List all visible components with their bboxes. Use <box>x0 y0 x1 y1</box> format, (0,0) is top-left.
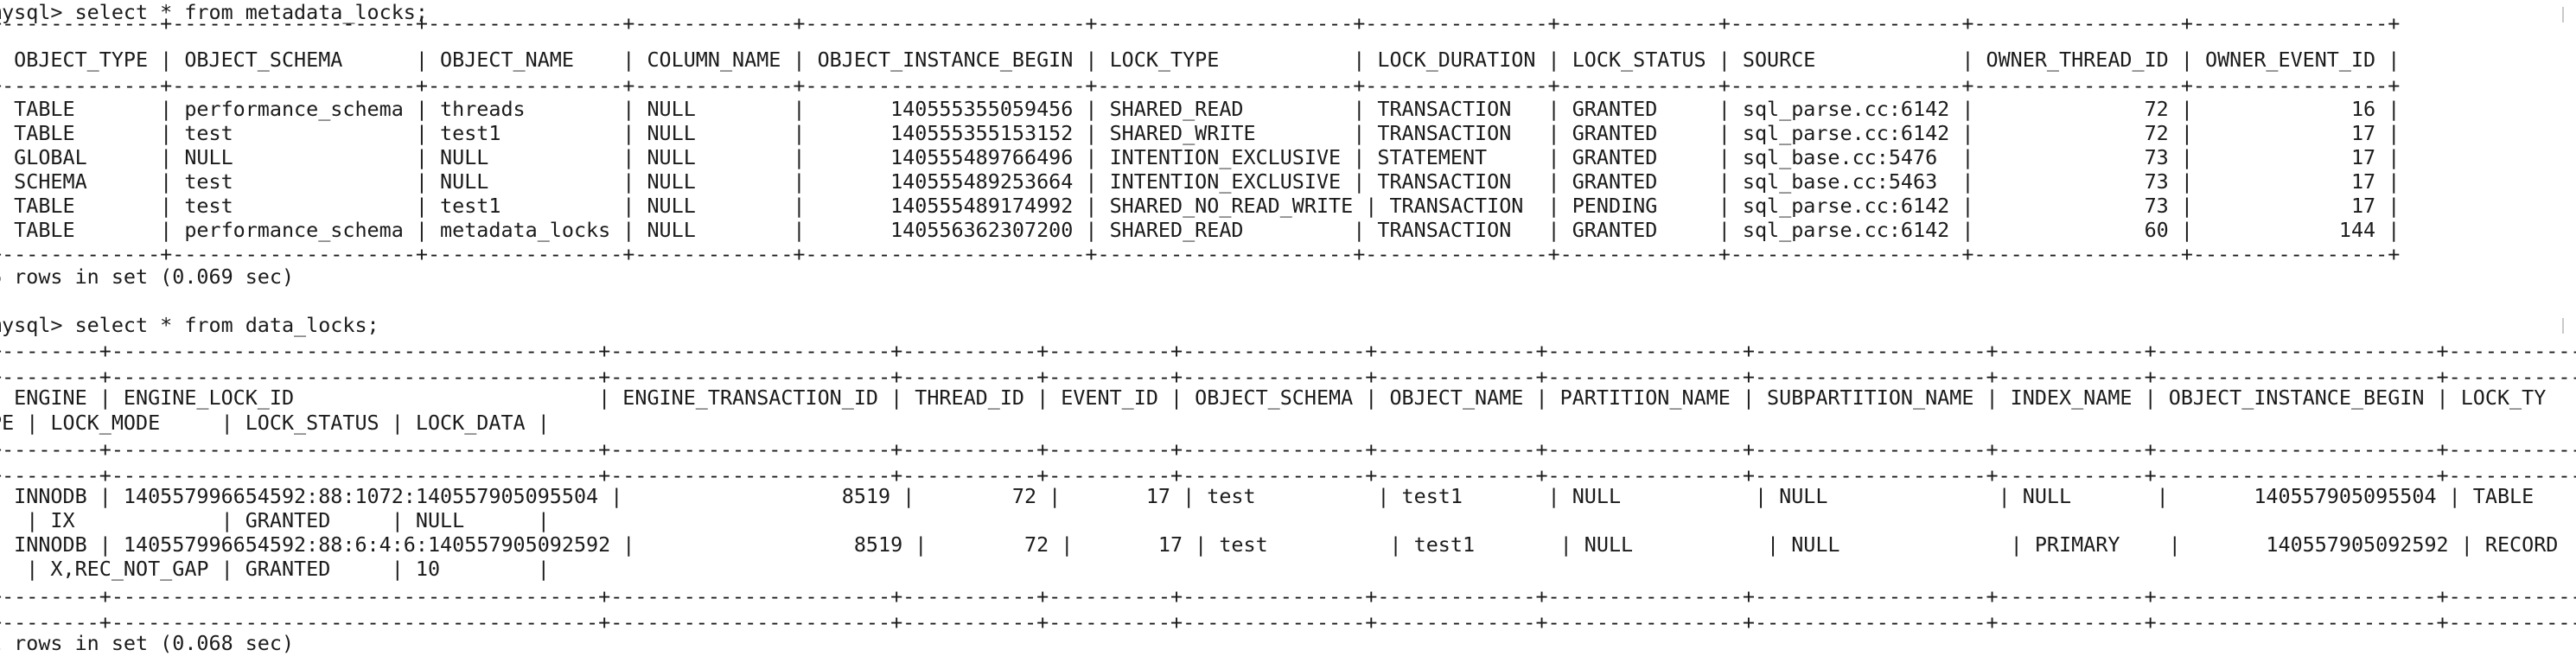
terminal-line: 2 rows in set (0.068 sec) <box>0 631 295 655</box>
terminal-line: +-------------+--------------------+----… <box>0 11 2401 35</box>
terminal-line: +-------------+--------------------+----… <box>0 73 2401 98</box>
terminal-line: PE | LOCK_MODE | LOCK_STATUS | LOCK_DATA… <box>0 411 550 435</box>
terminal-line: 6 rows in set (0.069 sec) <box>0 264 295 289</box>
terminal-line: | GLOBAL | NULL | NULL | NULL | 14055548… <box>0 145 2401 169</box>
terminal-line: +-------------+--------------------+----… <box>0 242 2401 266</box>
terminal-line: mysql> select * from metadata_locks; <box>0 0 428 24</box>
scroll-edge-mark <box>2562 318 2564 334</box>
terminal-line: | TABLE | test | test1 | NULL | 14055548… <box>0 194 2401 218</box>
terminal-line: | TABLE | performance_schema | metadata_… <box>0 218 2401 242</box>
terminal-line: mysql> select * from data_locks; <box>0 313 379 337</box>
terminal-line: | INNODB | 140557996654592:88:6:4:6:1405… <box>0 532 2559 557</box>
terminal-line: | X,REC_NOT_GAP | GRANTED | 10 | <box>0 557 550 581</box>
terminal-line: | TABLE | performance_schema | threads |… <box>0 97 2401 121</box>
terminal-line: +--------+------------------------------… <box>0 463 2576 487</box>
terminal-line: | OBJECT_TYPE | OBJECT_SCHEMA | OBJECT_N… <box>0 48 2401 72</box>
terminal-line: +--------+------------------------------… <box>0 365 2576 389</box>
scroll-edge-mark <box>2562 7 2564 22</box>
terminal-line: | SCHEMA | test | NULL | NULL | 14055548… <box>0 169 2401 194</box>
terminal-line: | ENGINE | ENGINE_LOCK_ID | ENGINE_TRANS… <box>0 385 2547 410</box>
terminal-line: +--------+------------------------------… <box>0 584 2576 608</box>
terminal-line: | INNODB | 140557996654592:88:1072:14055… <box>0 484 2535 508</box>
terminal-line: | IX | GRANTED | NULL | <box>0 508 550 532</box>
terminal-line: | TABLE | test | test1 | NULL | 14055535… <box>0 121 2401 145</box>
terminal-line: +--------+------------------------------… <box>0 437 2576 462</box>
terminal-line: +--------+------------------------------… <box>0 610 2576 634</box>
terminal-line: +--------+------------------------------… <box>0 339 2576 363</box>
